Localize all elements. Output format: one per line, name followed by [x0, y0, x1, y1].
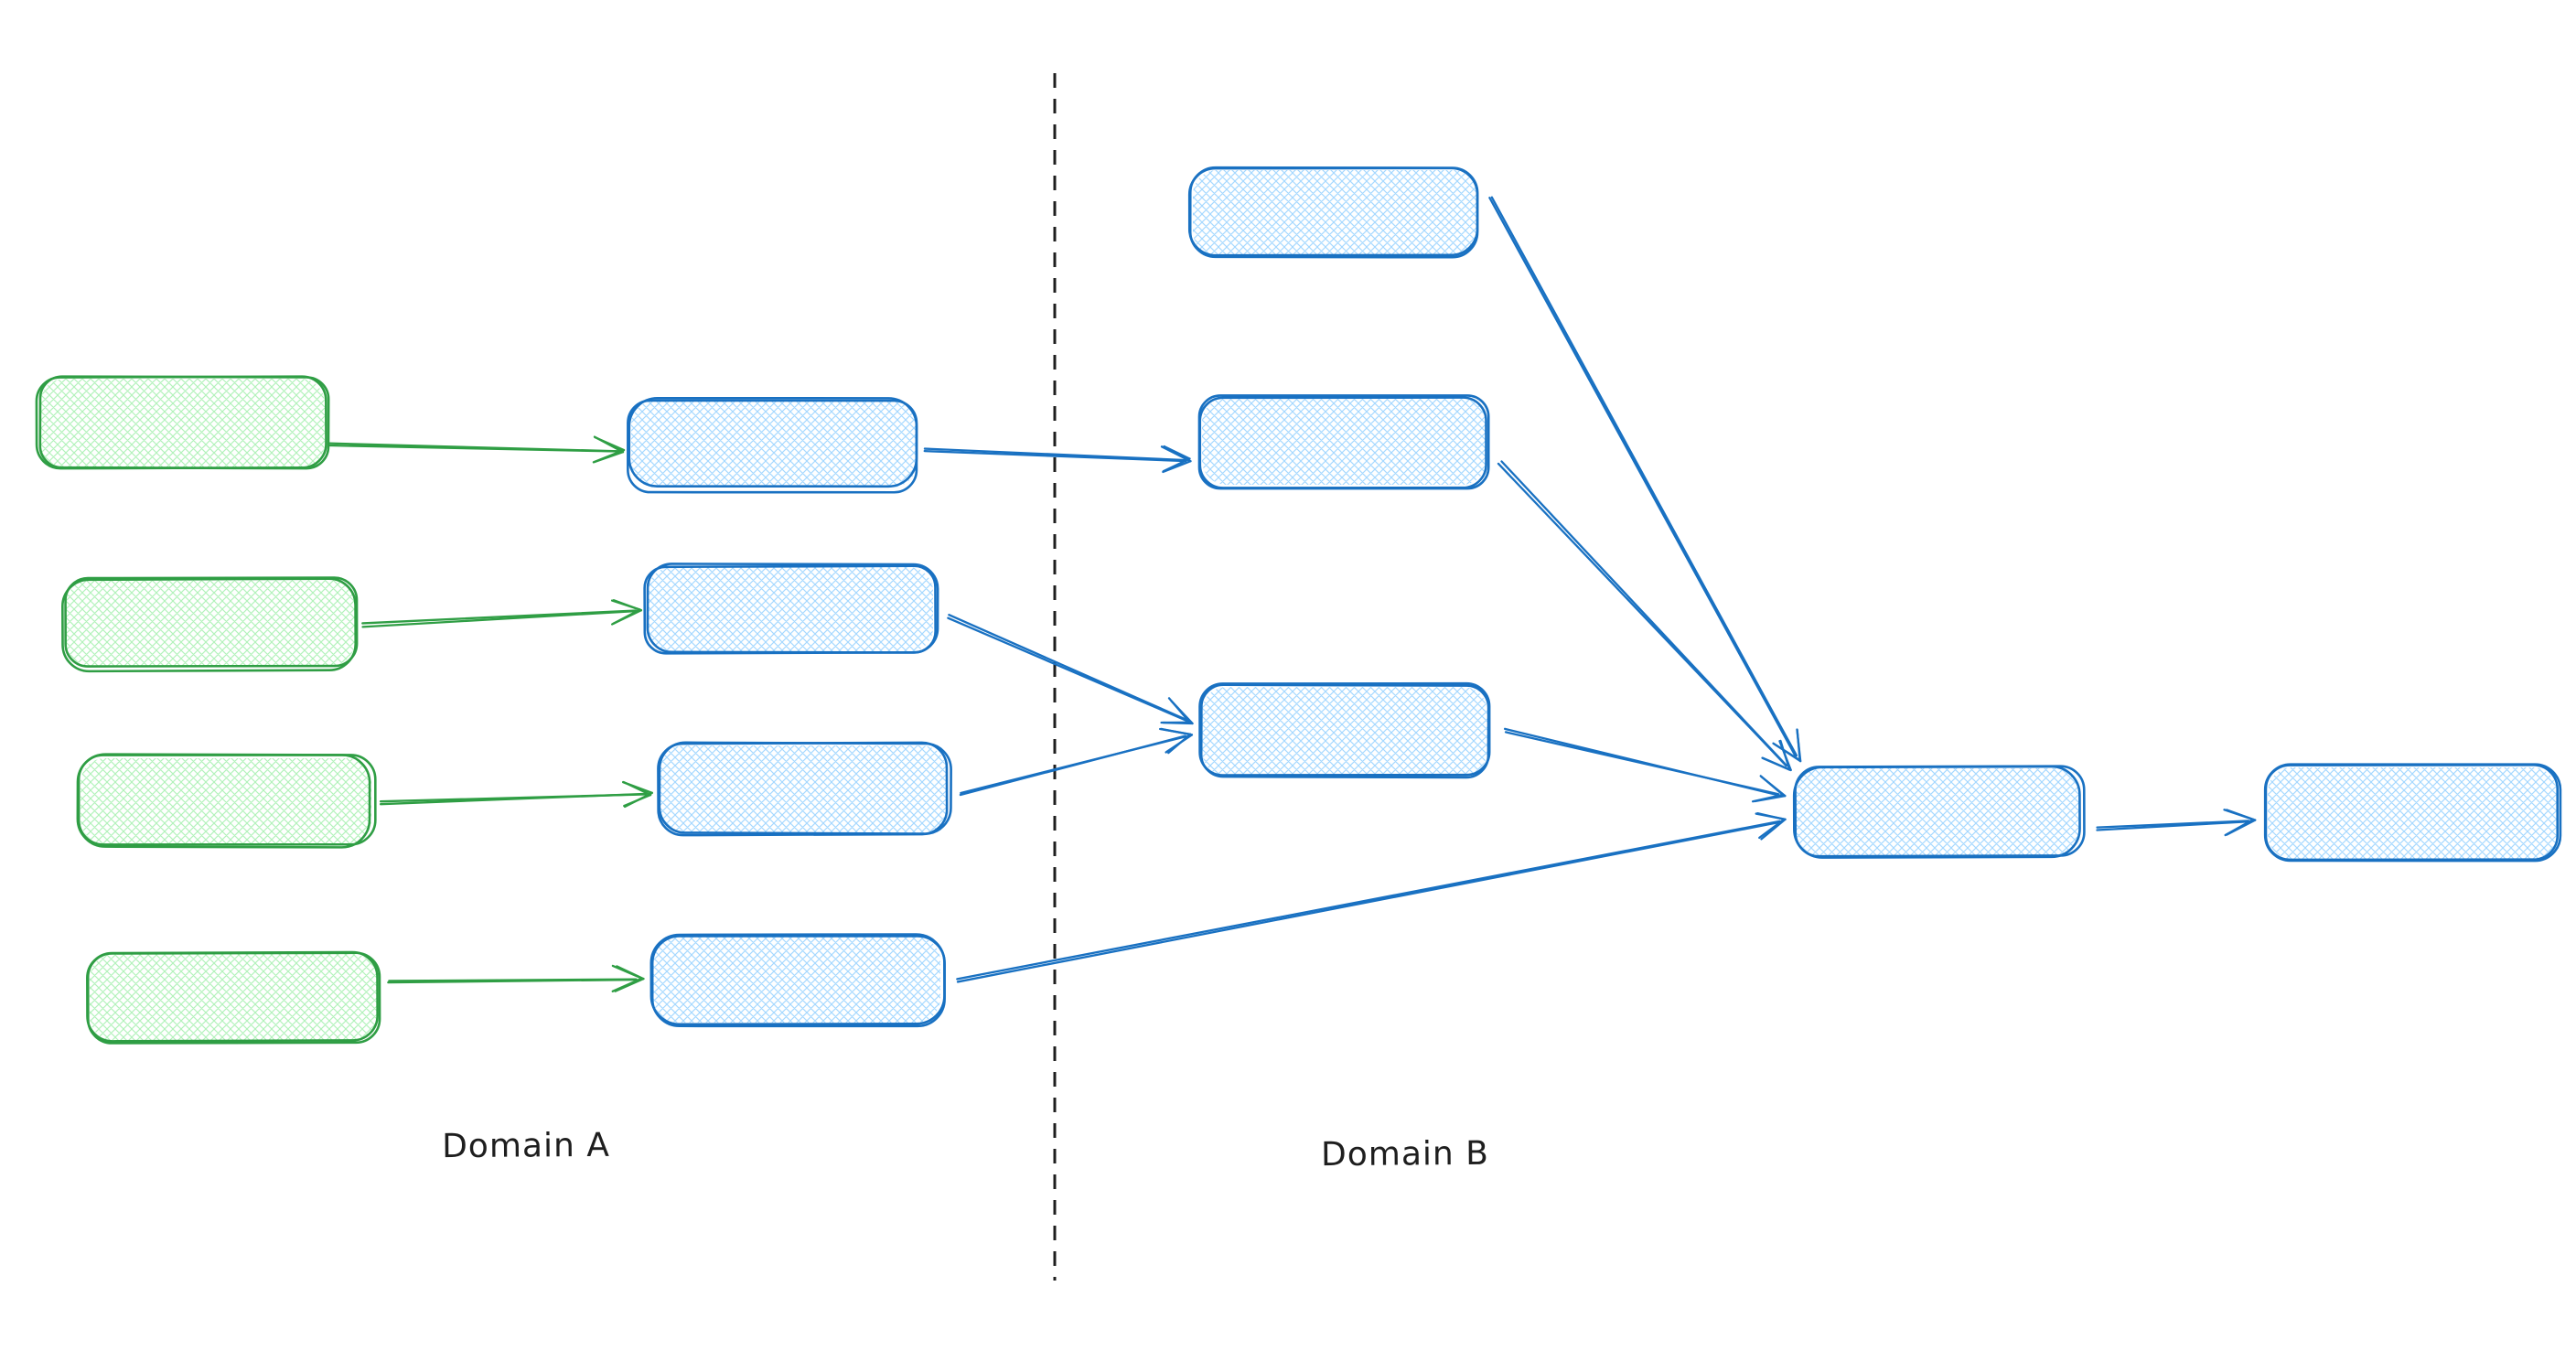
edge-green-source-2--blue-a2 — [361, 599, 643, 628]
node-blue-b2 — [1197, 394, 1490, 490]
edge-blue-b3--blue-aggregator — [1503, 727, 1787, 803]
node-blue-b1 — [1187, 166, 1479, 259]
domain-b-label: Domain B — [1320, 1134, 1490, 1174]
edge-green-source-4--blue-a4 — [387, 964, 645, 992]
node-blue-a3 — [657, 741, 952, 837]
edge-green-source-1--blue-a1 — [327, 435, 626, 464]
node-blue-a4 — [649, 933, 946, 1028]
node-green-source-4 — [86, 950, 381, 1045]
node-green-source-1 — [35, 375, 330, 470]
node-blue-aggregator — [1792, 765, 2086, 859]
edge-blue-a2--blue-b3 — [947, 614, 1194, 725]
edge-blue-a3--blue-b3 — [959, 727, 1194, 797]
edge-blue-aggregator--blue-output — [2096, 809, 2257, 837]
node-green-source-3 — [76, 753, 377, 849]
node-blue-output — [2263, 763, 2562, 863]
edge-green-source-3--blue-a3 — [379, 780, 653, 809]
node-blue-a1 — [627, 396, 918, 494]
edge-blue-b1--blue-aggregator — [1488, 196, 1802, 763]
edge-blue-a1--blue-b2 — [923, 445, 1192, 474]
node-blue-a2 — [643, 563, 939, 655]
edge-blue-b2--blue-aggregator — [1497, 460, 1792, 772]
node-green-source-2 — [61, 576, 359, 673]
edge-blue-a4--blue-aggregator — [956, 812, 1787, 983]
domain-a-label: Domain A — [441, 1126, 611, 1166]
node-blue-b3 — [1198, 681, 1491, 779]
